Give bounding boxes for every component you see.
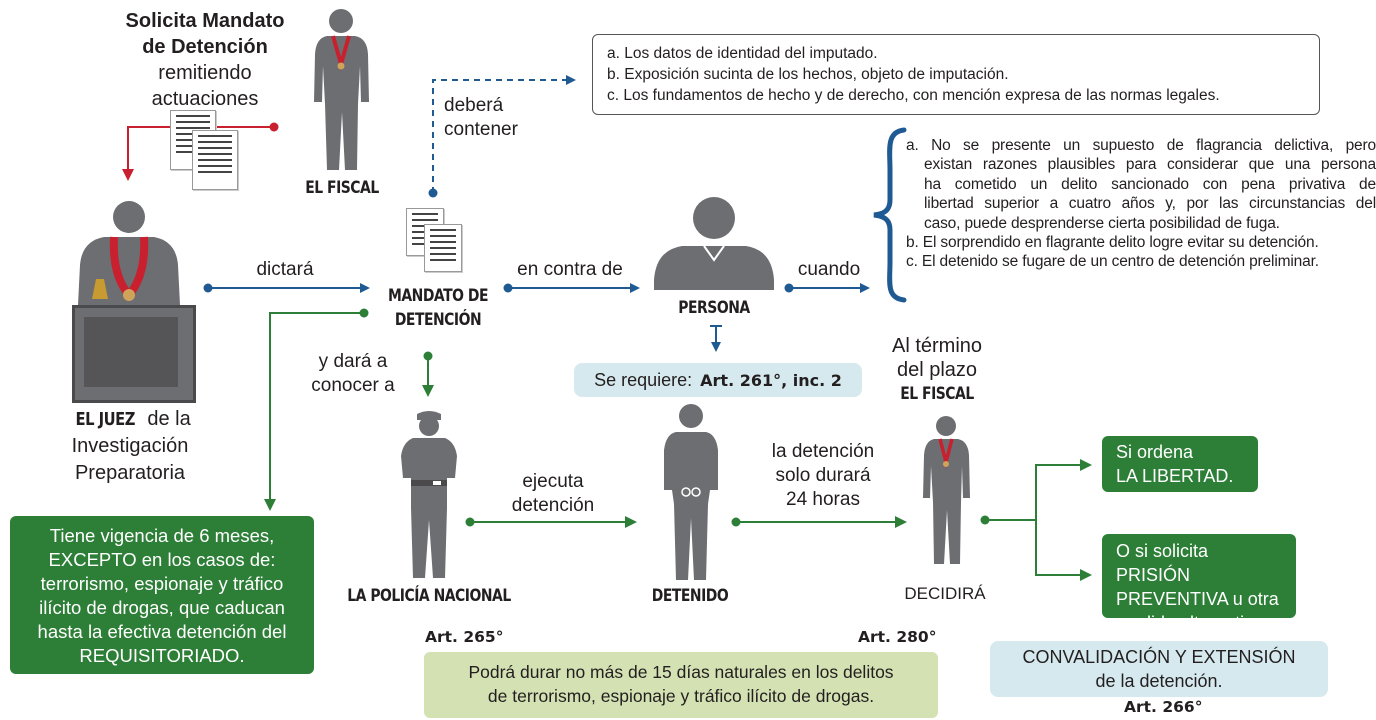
dictara-label: dictará [256, 259, 314, 280]
cuando-a-1: a. No se presente un supuesto de flagran… [906, 137, 1376, 154]
ejecuta-line-2: detención [511, 495, 595, 516]
ejecuta-connector [465, 516, 637, 528]
juez-rest-2: Investigación [71, 435, 189, 457]
libertad-box: Si ordena LA LIBERTAD. [1102, 436, 1258, 492]
art-280: Art. 280° [858, 628, 937, 646]
contenido-item-b: b. Exposición sucinta de los hechos, obj… [607, 66, 1009, 83]
decidira-label: DECIDIRÁ [904, 584, 986, 603]
debera-connector [428, 75, 576, 198]
mandato-document-icon [406, 208, 466, 276]
contenido-box: a. Los datos de identidad del imputado. … [592, 34, 1320, 115]
prision-box: O si solicita PRISIÓN PREVENTIVA u otra … [1102, 534, 1296, 633]
request-line-2: de Detención [142, 36, 268, 58]
art-266: Art. 266° [1124, 698, 1203, 716]
vigencia-connector [264, 308, 369, 511]
quince-line-1: Podrá durar no más de 15 días naturales … [468, 662, 894, 682]
durara-connector [731, 516, 907, 528]
cuando-list: a. No se presente un supuesto de flagran… [906, 136, 1376, 272]
juez-rest-3: Preparatoria [74, 462, 186, 484]
cuando-label: cuando [797, 259, 861, 280]
prision-line-3: medida alternativa. [1116, 613, 1269, 633]
juez-label: EL JUEZ de la Investigación Preparatoria [30, 406, 230, 487]
cuando-a-5: caso, puede desprenderse cierta posibili… [924, 214, 1280, 232]
vigencia-line-2: EXCEPTO en los casos de: [48, 549, 276, 570]
dara-line-2: conocer a [311, 375, 395, 396]
policia-label: LA POLICÍA NACIONAL [347, 586, 511, 606]
art-265: Art. 265° [425, 628, 504, 646]
dara-label: y dará a conocer a [298, 350, 408, 398]
debera-label: deberá contener [444, 94, 564, 142]
cuando-c: c. El detenido se fugare de un centro de… [906, 253, 1319, 271]
fiscal-request-text: Solicita Mandato de Detención remitiendo… [100, 8, 310, 112]
vigencia-line-3: terrorismo, espionaje y tráfico [40, 573, 284, 594]
durara-line-1: la detención [771, 441, 875, 462]
termino-line-2: del plazo [896, 359, 978, 381]
persona-label: PERSONA [678, 298, 750, 318]
dictara-connector [203, 283, 370, 293]
cuando-a-4: libertad superior a cuatro años y, por l… [924, 195, 1376, 213]
mandato-line-2: DETENCIÓN [394, 310, 482, 330]
termino-line-1: Al término [891, 335, 983, 357]
requiere-article: Art. 261°, inc. 2 [700, 370, 842, 390]
ejecuta-line-1: ejecuta [522, 471, 584, 492]
debera-line-1: deberá [444, 95, 504, 116]
cuando-connector [784, 283, 870, 293]
cuando-b: b. El sorprendido en flagrante delito lo… [906, 234, 1319, 252]
quince-dias-box: Podrá durar no más de 15 días naturales … [424, 652, 938, 718]
mandato-line-1: MANDATO DE [387, 286, 488, 306]
detenido-label: DETENIDO [651, 586, 729, 606]
decidira-connector [980, 459, 1092, 581]
prision-line-1: O si solicita PRISIÓN [1116, 541, 1209, 585]
requiere-box: Se requiere: Art. 261°, inc. 2 [574, 363, 862, 397]
debera-line-2: contener [444, 119, 518, 140]
vigencia-line-6: REQUISITORIADO. [79, 645, 245, 666]
policia-figure [401, 411, 457, 578]
en-contra-label: en contra de [517, 259, 623, 280]
juez-title: EL JUEZ [75, 409, 136, 430]
persona-figure [654, 197, 774, 290]
cuando-brace [873, 127, 907, 303]
contenido-item-a: a. Los datos de identidad del imputado. [607, 45, 878, 62]
convalidacion-box: CONVALIDACIÓN Y EXTENSIÓN de la detenció… [990, 641, 1328, 697]
libertad-line-1: Si ordena [1116, 442, 1194, 462]
detenido-figure [664, 404, 718, 580]
quince-line-2: de terrorismo, espionaje y tráfico ilíci… [487, 686, 875, 706]
libertad-line-2: LA LIBERTAD. [1116, 466, 1234, 486]
vigencia-line-1: Tiene vigencia de 6 meses, [49, 525, 275, 546]
fiscal-label: EL FISCAL [305, 178, 379, 198]
request-line-4: actuaciones [151, 88, 259, 110]
termino-line-3: EL FISCAL [900, 384, 974, 404]
actuaciones-document-icon [170, 110, 240, 194]
dara-connector [422, 351, 434, 397]
requiere-text: Se requiere: [594, 369, 693, 390]
ejecuta-label: ejecuta detención [488, 470, 618, 518]
juez-rest-1: de la [141, 408, 191, 430]
en-contra-connector [503, 283, 640, 293]
contenido-item-c: c. Los fundamentos de hecho y de derecho… [607, 87, 1220, 104]
vigencia-box: Tiene vigencia de 6 meses, EXCEPTO en lo… [10, 516, 314, 674]
fiscal-figure [314, 9, 369, 170]
convalidacion-line-2: de la detención. [1095, 671, 1223, 691]
mandato-label: MANDATO DE DETENCIÓN [372, 284, 504, 332]
convalidacion-line-1: CONVALIDACIÓN Y EXTENSIÓN [1022, 647, 1296, 667]
cuando-a-2: existan razones plausibles para consider… [924, 156, 1376, 174]
cuando-a-3: ha cometido un delito sancionado con pen… [924, 175, 1376, 193]
durara-label: la detención solo durará 24 horas [752, 440, 894, 512]
request-line-3: remitiendo [158, 62, 252, 84]
dara-line-1: y dará a [318, 351, 388, 372]
red-connector [122, 122, 279, 181]
durara-line-2: solo durará [775, 465, 871, 486]
durara-line-3: 24 horas [786, 489, 860, 510]
vigencia-line-4: ilícito de drogas, que caducan [39, 597, 285, 618]
juez-figure [58, 195, 200, 405]
fiscal-decide-figure [923, 416, 970, 564]
request-line-1: Solicita Mandato [125, 10, 285, 32]
termino-label: Al término del plazo EL FISCAL [872, 334, 1002, 406]
vigencia-line-5: hasta la efectiva detención del [37, 621, 287, 642]
prision-line-2: PREVENTIVA u otra [1116, 589, 1279, 609]
requiere-connector [710, 325, 722, 352]
